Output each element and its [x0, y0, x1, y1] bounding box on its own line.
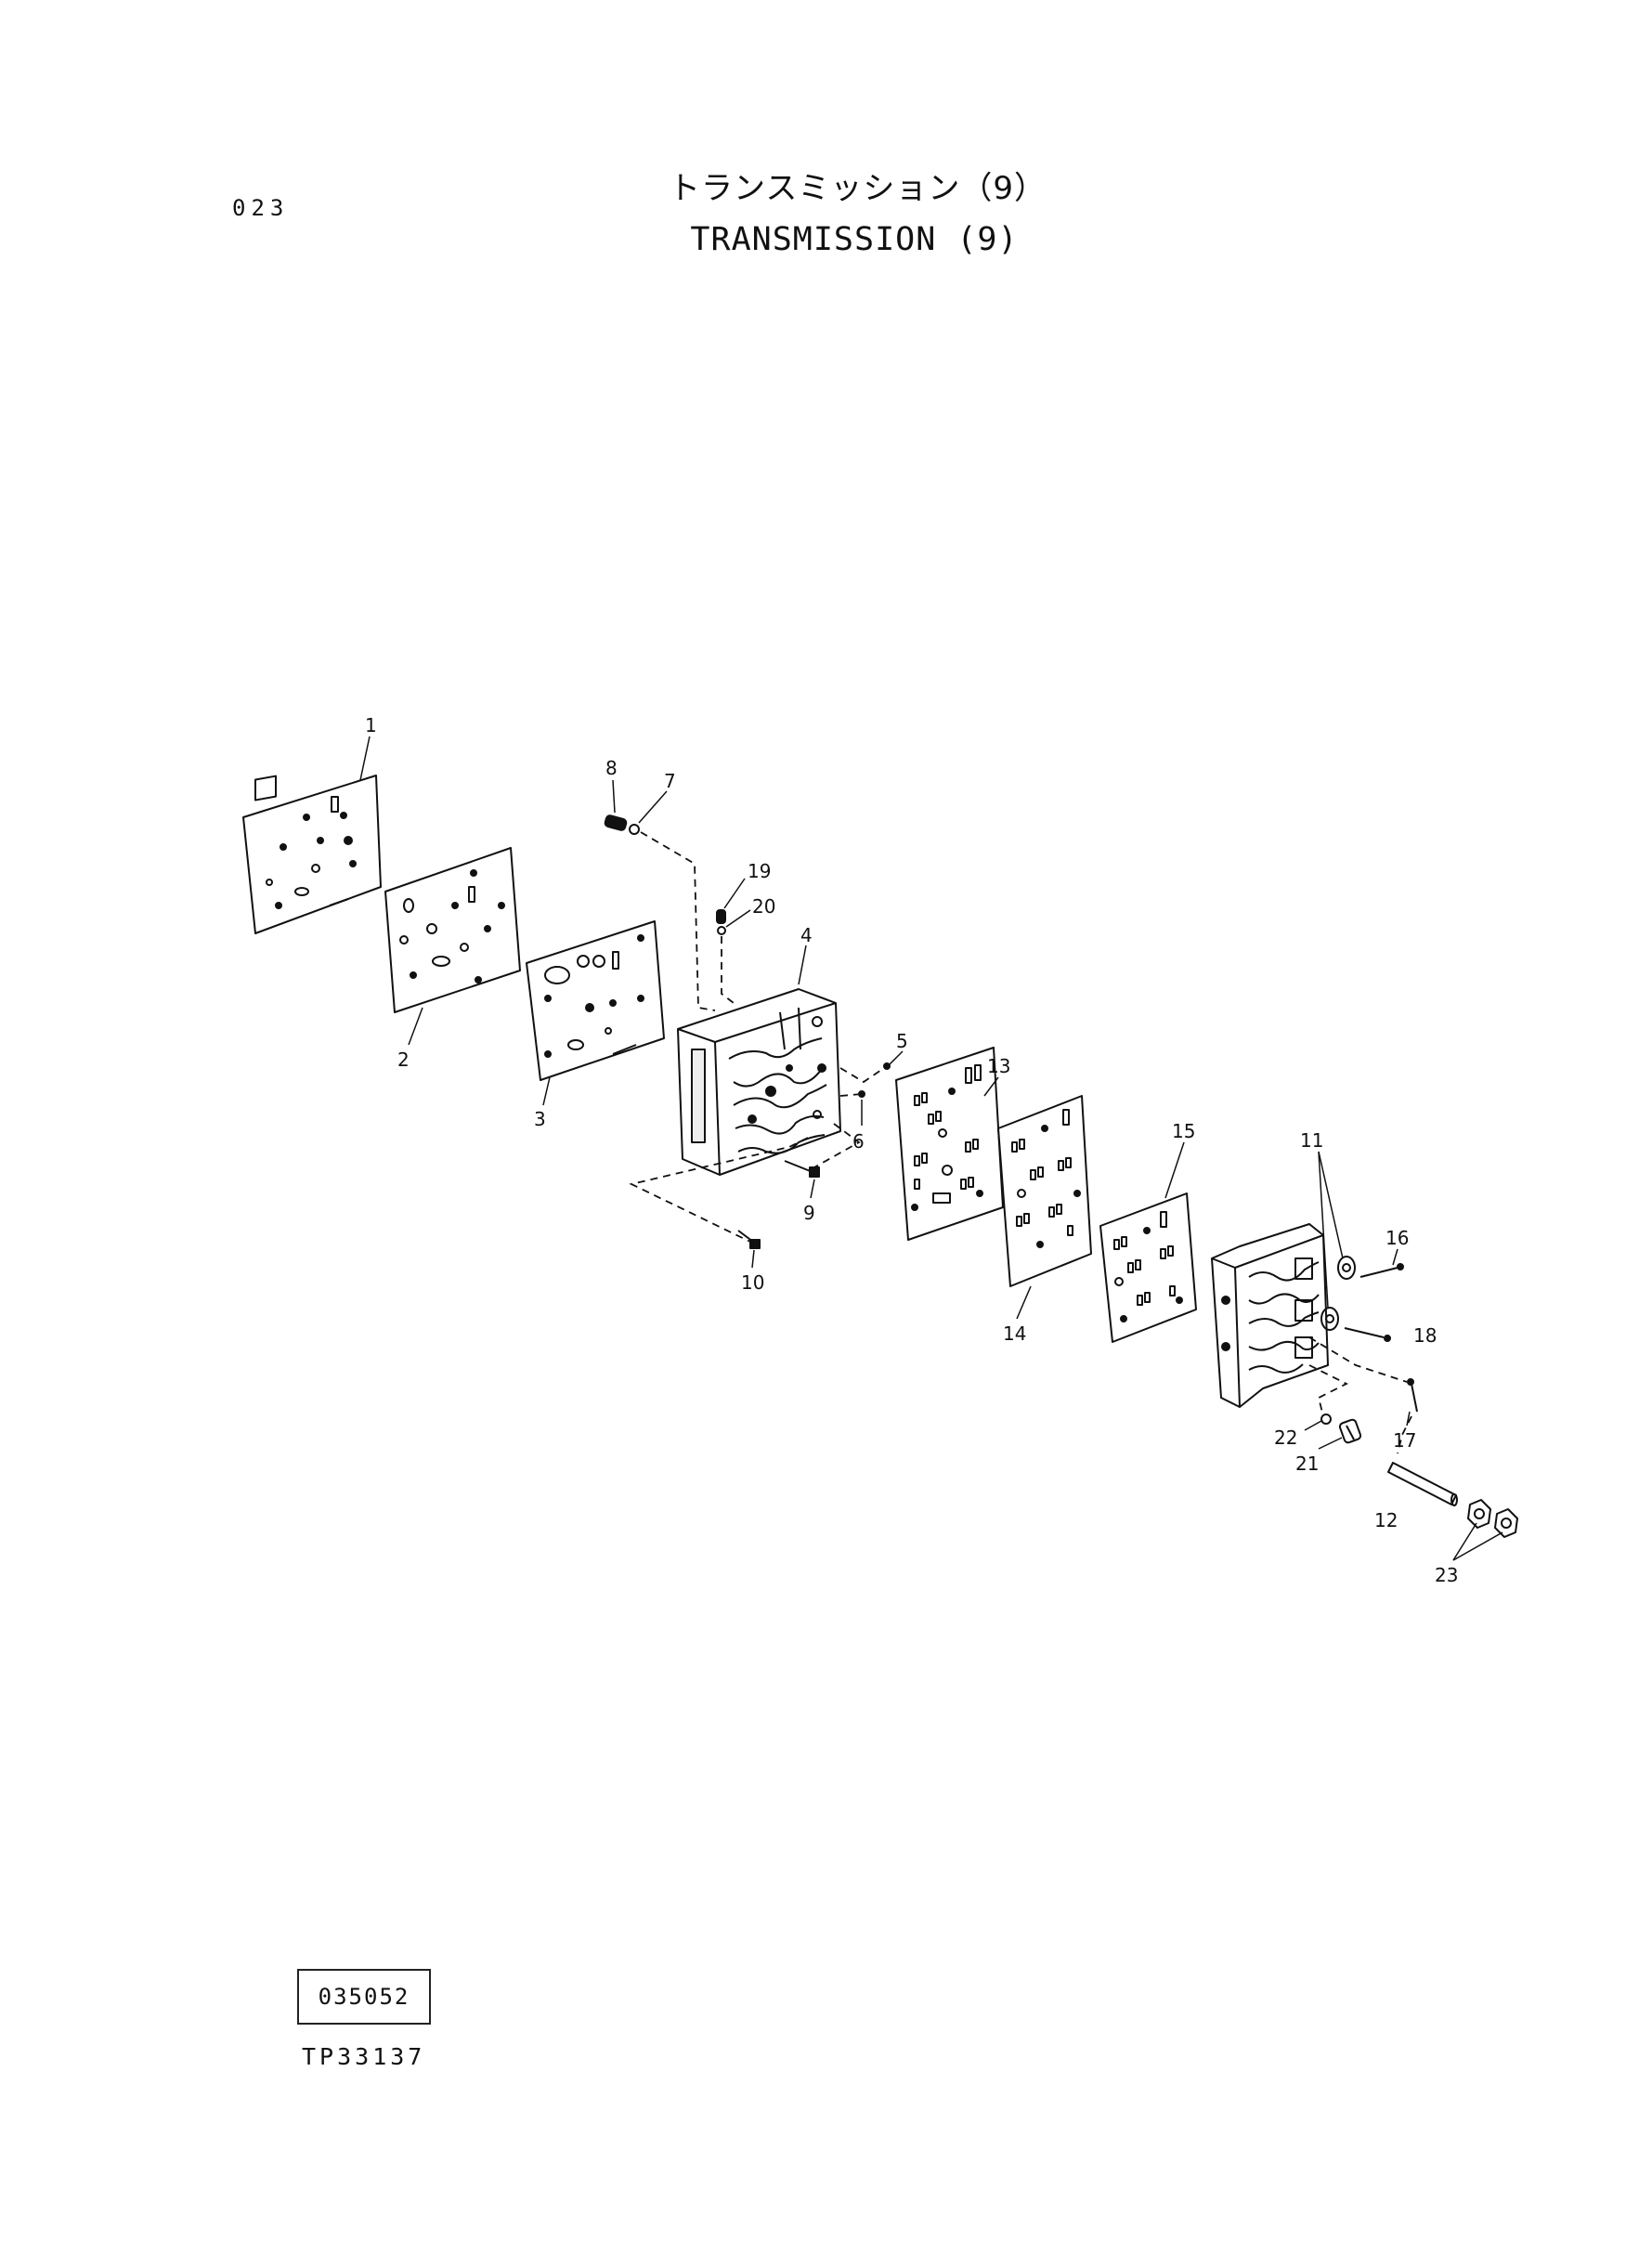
label-part-2: 2: [397, 1049, 410, 1071]
label-part-6: 6: [852, 1130, 865, 1153]
part-9-bolt: [784, 1160, 820, 1178]
title-japanese: トランスミッション（9）: [669, 170, 1047, 207]
leader-9: [810, 1179, 815, 1199]
leader-11b: [1318, 1151, 1329, 1309]
part-15-plate: [1099, 1192, 1197, 1343]
label-part-13: 13: [987, 1055, 1010, 1077]
reference-code: TP33137: [302, 2043, 426, 2070]
part-11-washer-b: [1320, 1307, 1339, 1331]
label-part-15: 15: [1172, 1120, 1195, 1142]
label-part-12: 12: [1374, 1509, 1398, 1531]
label-part-10: 10: [741, 1271, 764, 1294]
title-english: TRANSMISSION (9): [690, 221, 1019, 258]
leader-19: [723, 878, 746, 909]
leader-21: [1318, 1437, 1343, 1450]
label-part-17: 17: [1393, 1429, 1416, 1452]
label-part-19: 19: [748, 860, 771, 882]
leader-4: [798, 945, 807, 985]
part-2-plate: [384, 847, 521, 1013]
label-part-4: 4: [800, 924, 813, 946]
label-part-9: 9: [803, 1202, 815, 1224]
part-4-valve-body: [677, 988, 841, 1176]
leader-14: [1016, 1285, 1032, 1320]
part-16-bolt: [1359, 1263, 1404, 1278]
leader-17: [1406, 1411, 1411, 1427]
part-23-nut-b: [1494, 1508, 1518, 1538]
part-11-washer-a: [1337, 1256, 1356, 1280]
leader-23a: [1452, 1522, 1477, 1561]
leader-2: [408, 1007, 423, 1046]
part-14-plate: [997, 1095, 1092, 1287]
part-17-pin: [1407, 1378, 1418, 1413]
label-part-5: 5: [896, 1030, 908, 1052]
label-part-18: 18: [1413, 1324, 1437, 1347]
part-3-plate: [526, 920, 665, 1081]
leader-16: [1392, 1248, 1398, 1266]
leader-8: [612, 779, 616, 814]
leader-1: [359, 736, 371, 781]
label-part-20: 20: [752, 895, 775, 918]
leader-5: [889, 1050, 904, 1065]
label-part-3: 3: [534, 1108, 546, 1130]
leader-10: [751, 1249, 755, 1269]
label-part-1: 1: [365, 714, 377, 736]
part-18-bolt: [1344, 1327, 1391, 1342]
part-13-plate: [895, 1047, 1004, 1241]
leader-3: [542, 1076, 551, 1106]
leader-23b: [1452, 1531, 1503, 1561]
label-part-21: 21: [1295, 1453, 1319, 1475]
leader-7: [638, 790, 668, 824]
lower-valve-body: [1211, 1223, 1329, 1408]
label-part-11: 11: [1300, 1129, 1323, 1152]
part-12-shaft: [1387, 1462, 1458, 1506]
part-22-ball: [1320, 1414, 1332, 1425]
part-10-bolt: [737, 1230, 761, 1249]
label-part-8: 8: [605, 757, 618, 779]
part-7-ball: [629, 824, 640, 835]
leader-13: [983, 1076, 999, 1097]
leader-15: [1164, 1141, 1185, 1199]
page-number: 023: [232, 195, 290, 221]
leader-20: [725, 909, 751, 928]
part-1-plate: [242, 775, 382, 934]
label-part-14: 14: [1003, 1322, 1026, 1345]
part-20-ball: [717, 926, 726, 935]
part-19-spring: [716, 909, 726, 924]
boxed-code: 035052: [297, 1969, 431, 2025]
title-block: トランスミッション（9） TRANSMISSION (9): [669, 163, 1047, 258]
part-8-plug: [604, 814, 628, 831]
leader-11a: [1318, 1151, 1344, 1259]
label-part-7: 7: [664, 770, 676, 792]
part-23-nut-a: [1467, 1499, 1491, 1529]
label-part-23: 23: [1435, 1564, 1458, 1586]
label-part-22: 22: [1274, 1427, 1297, 1449]
part-21-plug: [1338, 1418, 1362, 1444]
label-part-16: 16: [1385, 1227, 1409, 1249]
leader-22: [1304, 1420, 1322, 1431]
